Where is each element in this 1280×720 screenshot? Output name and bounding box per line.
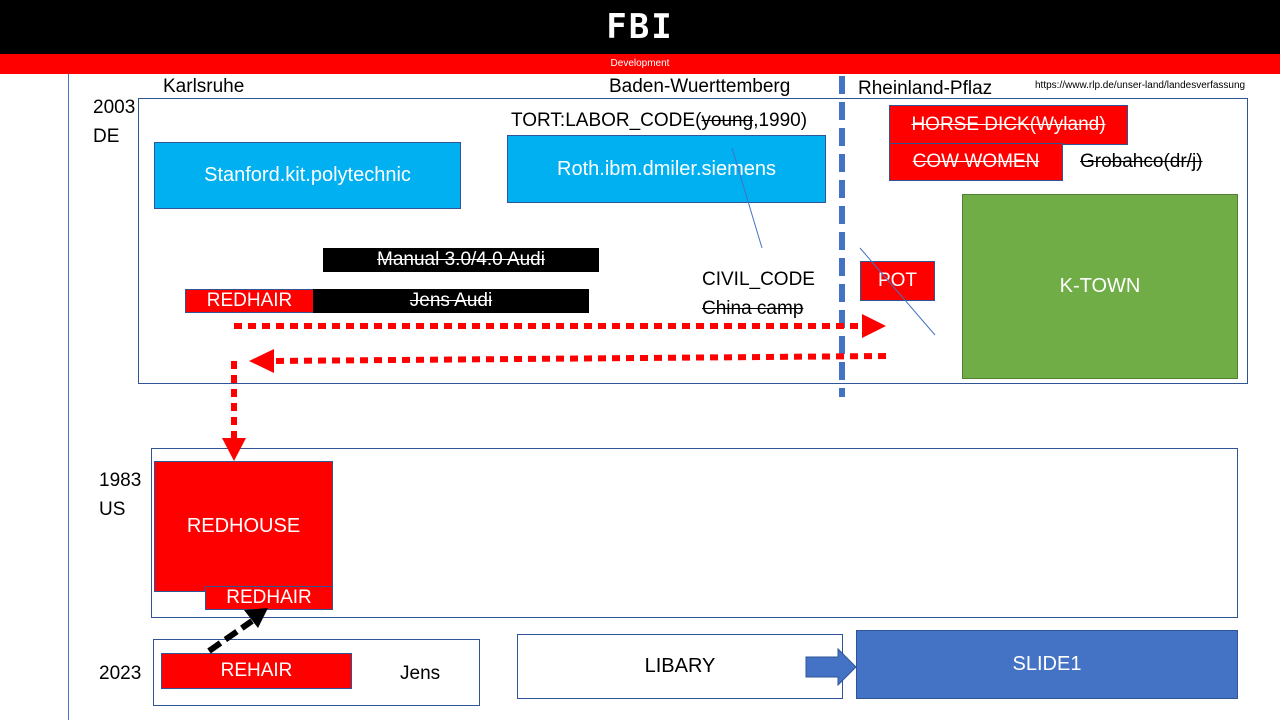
redhouse-box[interactable]: REDHOUSE (154, 461, 333, 592)
url-link[interactable]: https://www.rlp.de/unser-land/landesverf… (1035, 80, 1246, 91)
ktown-box[interactable]: K-TOWN (962, 194, 1238, 379)
jens-label: Jens (400, 663, 441, 684)
manual-audi-box[interactable]: Manual 3.0/4.0 Audi (323, 248, 599, 272)
roth-box[interactable]: Roth.ibm.dmiler.siemens (507, 135, 826, 203)
country-us: US (99, 499, 126, 520)
slide1-box[interactable]: SLIDE1 (856, 630, 1238, 699)
pot-box[interactable]: POT (860, 261, 935, 301)
stanford-box[interactable]: Stanford.kit.polytechnic (154, 142, 461, 209)
year-2023: 2023 (99, 663, 142, 684)
rehair-box[interactable]: REHAIR (161, 653, 352, 689)
cow-women-box[interactable]: COW WOMEN (889, 143, 1063, 181)
frame-2023 (153, 639, 480, 706)
subtitle-bar: Development (0, 54, 1280, 74)
libary-box[interactable]: LIBARY (517, 634, 843, 699)
redhair-box-top[interactable]: REDHAIR (185, 289, 314, 313)
region-rheinland-pflaz: Rheinland-Pflaz (858, 78, 993, 99)
redhair-box-mid[interactable]: REDHAIR (205, 586, 333, 610)
china-camp-label: China camp (702, 298, 804, 319)
header-bar (0, 0, 1280, 54)
frame-2003 (138, 98, 1248, 384)
frame-1983 (151, 448, 1238, 618)
grobahco-label: Grobahco(dr/j) (1080, 151, 1203, 172)
country-de: DE (93, 126, 120, 147)
tort-struck: young (701, 110, 754, 131)
region-karlsruhe: Karlsruhe (163, 76, 245, 97)
page-title: FBI (606, 7, 674, 47)
region-baden-wuerttemberg: Baden-Wuerttemberg (609, 76, 791, 97)
tort-prefix: TORT:LABOR_CODE( (511, 110, 702, 131)
civil-code-label: CIVIL_CODE (702, 269, 815, 290)
timeline-axis (68, 74, 69, 720)
year-1983: 1983 (99, 470, 142, 491)
tort-suffix: ,1990) (753, 110, 808, 131)
jens-audi-box[interactable]: Jens Audi (313, 289, 589, 313)
tort-labor-code: TORT:LABOR_CODE(young,1990) (511, 110, 807, 132)
horse-box[interactable]: HORSE DICK(Wyland) (889, 105, 1128, 145)
year-2003: 2003 (93, 97, 136, 118)
